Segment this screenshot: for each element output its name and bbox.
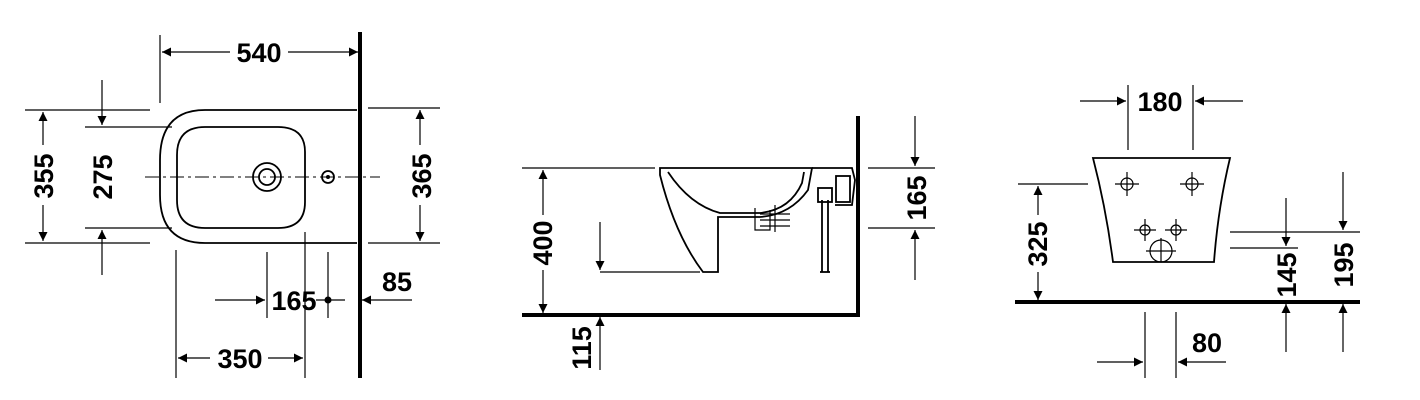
dim-165-side-label: 165 xyxy=(902,175,932,220)
dim-165-top-label: 165 xyxy=(271,286,316,316)
bidet-profile-inner xyxy=(667,171,805,214)
overflow-hole-dot xyxy=(326,175,330,179)
side-view: 400 115 165 xyxy=(522,116,935,370)
dim-85-label: 85 xyxy=(382,267,412,297)
bidet-rear xyxy=(812,167,856,206)
tap-hole-inner xyxy=(258,168,276,186)
bidet-profile-outer xyxy=(659,167,814,273)
front-view: 180 325 145 195 80 xyxy=(1015,85,1360,378)
dim-365-label: 365 xyxy=(407,153,437,198)
dim-180-label: 180 xyxy=(1137,87,1182,117)
dim-350-label: 350 xyxy=(217,344,262,374)
dim-355-label: 355 xyxy=(29,153,59,198)
dim-165-dot xyxy=(324,296,332,304)
waste-outlet-circle xyxy=(1146,238,1176,263)
fixing-hole-3 xyxy=(1134,219,1156,241)
dim-80-label: 80 xyxy=(1192,328,1222,358)
bidet-outline-top xyxy=(159,109,357,244)
dim-540-label: 540 xyxy=(236,38,281,68)
tap-hole-outer xyxy=(252,162,282,192)
fixing-hole-2 xyxy=(1180,172,1204,196)
dim-275-label: 275 xyxy=(88,154,118,199)
bidet-front-outline xyxy=(1091,157,1232,263)
bowl-outline xyxy=(176,126,306,229)
dim-115-label: 115 xyxy=(567,326,597,370)
waste-trap xyxy=(754,205,790,232)
dim-325-label: 325 xyxy=(1023,221,1053,266)
bidet-rear-block xyxy=(835,175,851,203)
fixing-hole-4 xyxy=(1165,219,1187,241)
fixing-hole-1 xyxy=(1115,172,1139,196)
support-bracket xyxy=(817,187,833,203)
overflow-hole xyxy=(321,170,335,184)
dim-400-label: 400 xyxy=(528,220,558,265)
dim-145-label: 145 xyxy=(1272,252,1302,297)
top-view: 540 355 275 365 165 85 350 xyxy=(25,32,440,378)
dim-195-label: 195 xyxy=(1329,242,1359,287)
